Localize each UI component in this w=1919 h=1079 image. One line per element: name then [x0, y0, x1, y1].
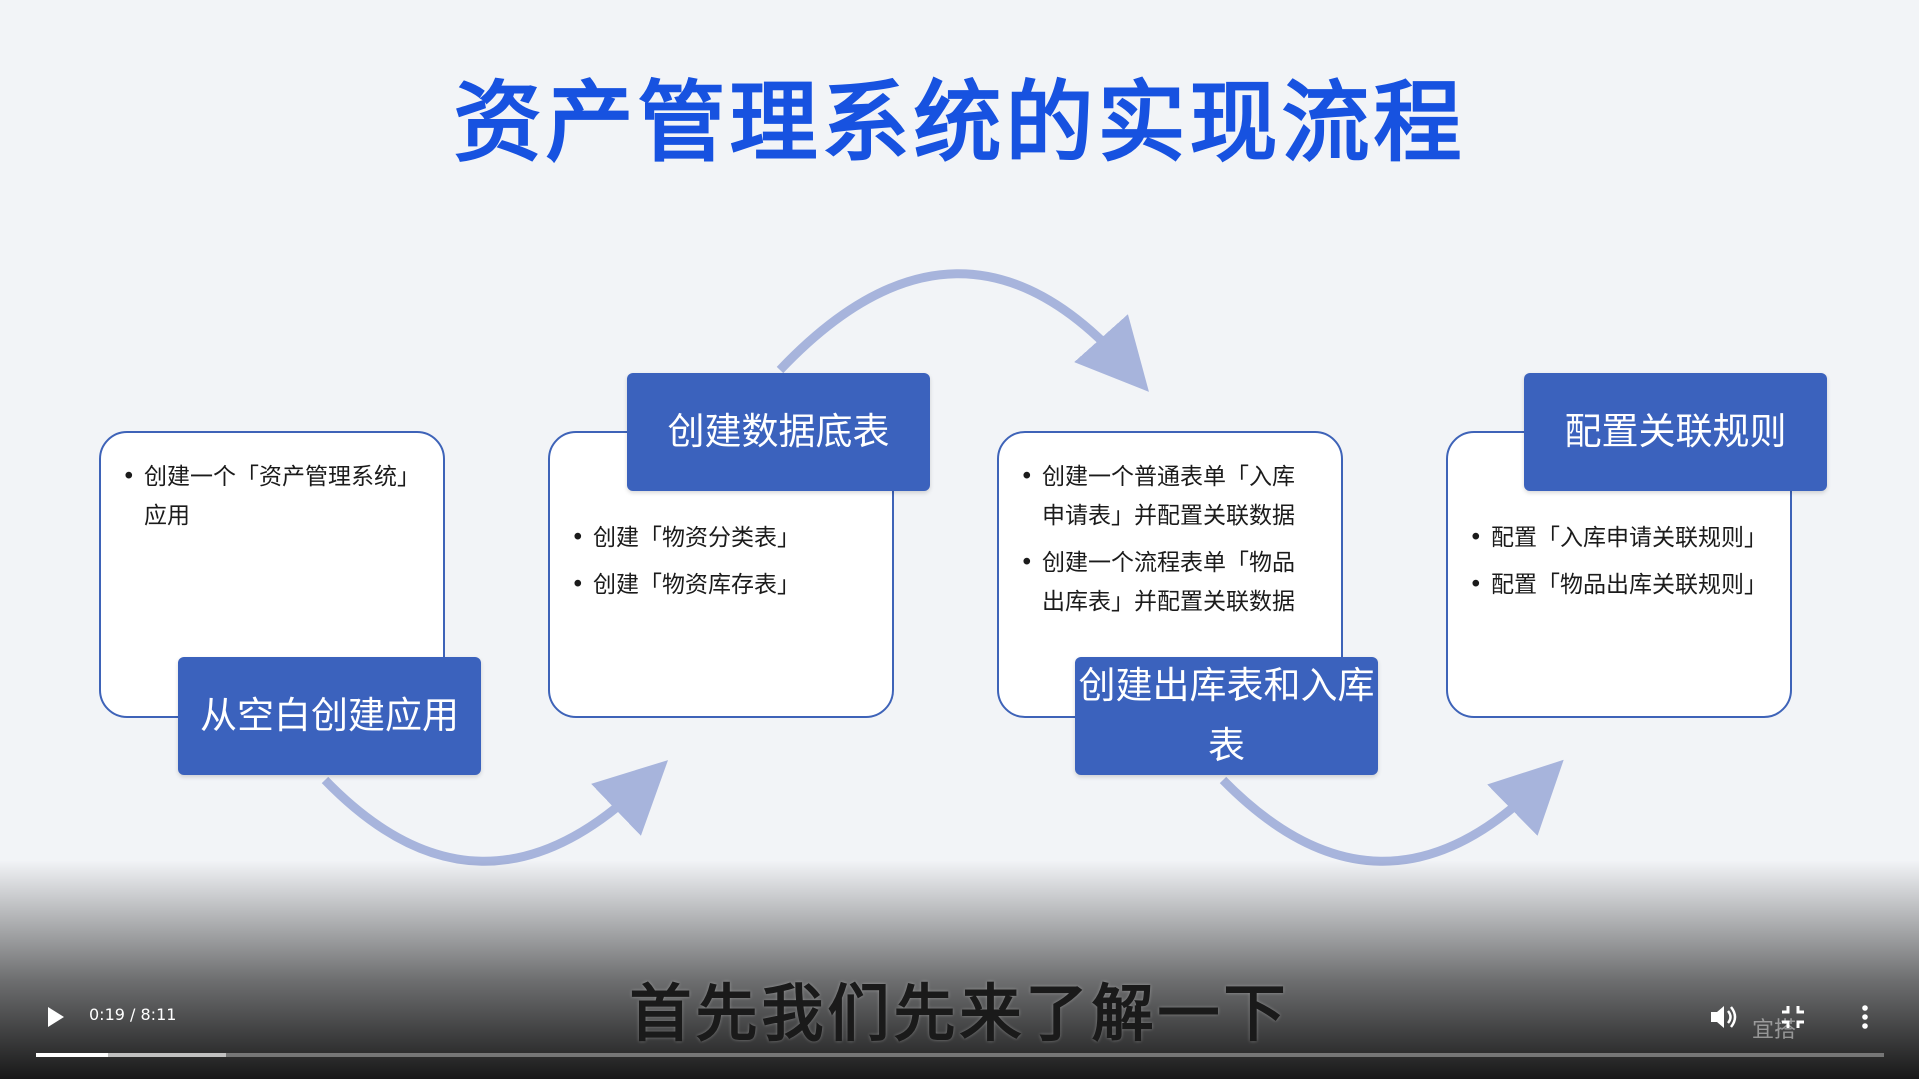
- progress-played: [36, 1053, 109, 1057]
- step-2-bullet-2: 创建「物资库存表」: [571, 566, 881, 605]
- step-3-bullet-2: 创建一个流程表单「物品出库表」并配置关联数据: [1020, 544, 1310, 622]
- arrow-3-to-4: [1219, 759, 1564, 866]
- progress-bar[interactable]: [36, 1053, 1884, 1057]
- step-3-label: 创建出库表和入库表: [1075, 657, 1378, 775]
- step-2-label: 创建数据底表: [627, 373, 930, 491]
- volume-button[interactable]: [1707, 1001, 1741, 1033]
- arrow-2-to-3: [776, 269, 1149, 392]
- step-2-bullet-1: 创建「物资分类表」: [571, 519, 881, 558]
- step-4-bullets: 配置「入库申请关联规则」 配置「物品出库关联规则」: [1469, 519, 1789, 613]
- play-icon: [48, 1007, 64, 1027]
- slide-title: 资产管理系统的实现流程: [453, 71, 1466, 174]
- time-display: 0:19 / 8:11: [89, 1005, 177, 1024]
- exit-fullscreen-icon: [1782, 1006, 1804, 1028]
- more-vert-icon: [1862, 1005, 1868, 1029]
- volume-icon: [1711, 1006, 1737, 1028]
- step-1-label: 从空白创建应用: [178, 657, 481, 775]
- step-1-bullet-1: 创建一个「资产管理系统」应用: [122, 458, 432, 536]
- arrow-1-to-2: [321, 760, 669, 866]
- progress-buffered: [36, 1053, 227, 1057]
- more-options-button[interactable]: [1855, 1003, 1875, 1031]
- subtitle-caption: 首先我们先来了解一下: [629, 977, 1290, 1050]
- step-3-bullets: 创建一个普通表单「入库申请表」并配置关联数据 创建一个流程表单「物品出库表」并配…: [1020, 458, 1310, 630]
- step-4-label: 配置关联规则: [1524, 373, 1827, 491]
- step-4-bullet-2: 配置「物品出库关联规则」: [1469, 566, 1789, 605]
- step-4-bullet-1: 配置「入库申请关联规则」: [1469, 519, 1789, 558]
- step-1-bullets: 创建一个「资产管理系统」应用: [122, 458, 432, 544]
- controls-gradient: [0, 860, 1919, 1079]
- step-3-bullet-1: 创建一个普通表单「入库申请表」并配置关联数据: [1020, 458, 1310, 536]
- play-button[interactable]: [40, 1002, 70, 1032]
- exit-fullscreen-button[interactable]: [1779, 1003, 1807, 1031]
- step-2-bullets: 创建「物资分类表」 创建「物资库存表」: [571, 519, 881, 613]
